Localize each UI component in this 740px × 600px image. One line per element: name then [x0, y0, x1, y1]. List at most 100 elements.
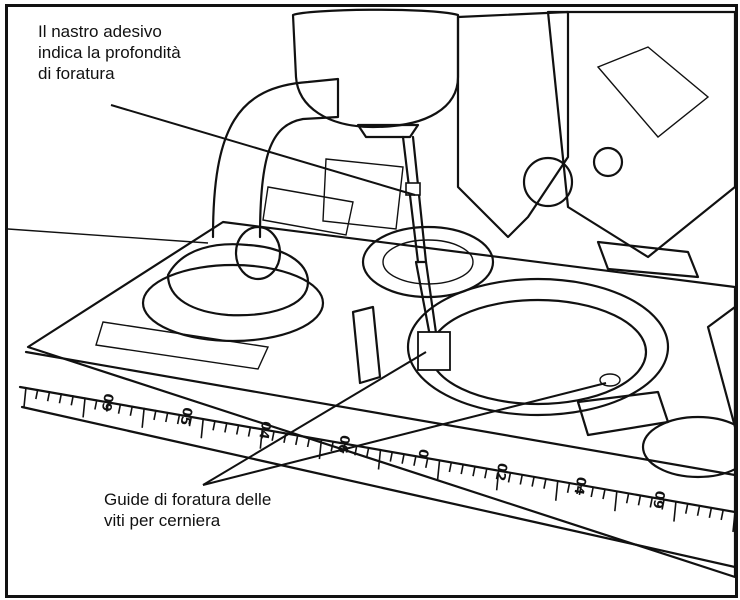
ruler-tick — [460, 463, 465, 475]
ruler-tick — [566, 482, 571, 493]
guide-leader-line-right — [202, 382, 607, 486]
ruler-tick — [661, 499, 665, 510]
ruler-tick — [82, 397, 86, 418]
ruler-label: 04 — [570, 476, 588, 496]
screw-guide-left — [417, 331, 451, 371]
depth-gauge-dial — [361, 225, 495, 299]
table-edge-line — [8, 228, 209, 244]
ruler-tick — [129, 405, 134, 416]
ruler-tick — [436, 459, 441, 480]
pivot-knob — [522, 156, 574, 208]
ruler-tick — [401, 453, 405, 464]
jig-base-plate — [26, 220, 735, 579]
ruler-tick — [732, 511, 735, 533]
drill-bit-shank-2 — [411, 135, 428, 264]
ruler-top-edge — [24, 350, 735, 477]
ruler-tick — [649, 497, 654, 508]
ruler-tick — [720, 509, 724, 521]
ruler-tick — [235, 424, 240, 435]
ruler-tick — [543, 478, 547, 489]
ruler-tick — [283, 432, 287, 443]
ruler-mid-edge — [18, 385, 735, 514]
side-clamp-block — [596, 240, 700, 279]
ruler-tick — [614, 491, 618, 512]
ruler-tick — [554, 480, 559, 501]
drill-body — [291, 8, 460, 129]
right-edge-block — [706, 305, 735, 429]
tape-flag — [322, 158, 404, 230]
ruler-tick — [153, 409, 157, 421]
ruler-tick — [531, 476, 535, 487]
ruler-label: 09 — [98, 392, 116, 412]
ruler-label: 0 — [414, 448, 430, 460]
guide-leader-line-left — [202, 351, 427, 486]
ruler-tick — [105, 401, 110, 412]
ruler-tick — [212, 420, 216, 431]
ruler-tick — [484, 468, 488, 479]
ruler-tick — [448, 461, 453, 473]
ruler-tick — [625, 493, 630, 504]
hinge-screw-guides-callout-line1: Guide di foratura delle — [104, 490, 272, 509]
ruler-tick — [271, 430, 275, 441]
hinge-cup-guide-ring — [406, 277, 670, 417]
ruler-tick — [696, 505, 701, 516]
ruler-tick — [413, 455, 417, 466]
hinge-cup-guide-inner — [428, 298, 648, 406]
tape-leader-line — [110, 104, 416, 196]
ruler-tick — [200, 418, 205, 439]
ruler-tick — [23, 386, 27, 408]
ruler-tick — [35, 388, 39, 400]
clamp-arm — [211, 77, 340, 239]
ruler-tick — [590, 486, 594, 498]
ruler-tick — [94, 399, 98, 410]
ruler-tick — [472, 466, 476, 477]
ruler-tick — [578, 484, 583, 496]
ruler-tick — [70, 395, 75, 406]
ruler-tick — [519, 474, 524, 485]
depth-tape-callout: Il nastro adesivo indica la profondità d… — [38, 21, 181, 84]
hinge-screw-guides-callout-line2: viti per cerniera — [104, 511, 221, 530]
ruler-tick — [365, 447, 370, 458]
depth-gauge-inner — [382, 239, 474, 285]
left-guide-block — [351, 305, 382, 385]
screw-guide-right — [599, 373, 621, 387]
ruler-tick — [247, 426, 252, 437]
ruler-tick — [602, 488, 606, 500]
depth-tape-callout-line1: Il nastro adesivo — [38, 22, 162, 41]
instruction-label-plate — [95, 321, 270, 370]
lower-right-clamp — [641, 415, 735, 479]
ruler-tick — [377, 449, 382, 470]
hinge-screw-guides-callout: Guide di foratura delle viti per cernier… — [104, 489, 271, 531]
ruler-tick — [294, 434, 299, 446]
depth-tape-callout-line3: di foratura — [38, 64, 115, 83]
ruler-bottom-edge — [20, 405, 735, 569]
depth-tape-callout-line2: indica la profondità — [38, 43, 181, 62]
clamp-foot-pad — [166, 243, 310, 317]
ruler-label: 02 — [492, 462, 510, 482]
ruler-ticks — [23, 386, 735, 533]
ruler-tick — [176, 413, 181, 425]
drill-chuck — [356, 123, 420, 139]
clamp-knob — [234, 225, 282, 281]
ruler-label: 09 — [649, 489, 667, 509]
ruler-tick — [58, 393, 63, 404]
ruler-tick — [507, 472, 512, 483]
ruler-tick — [673, 501, 677, 522]
ruler-tick — [684, 503, 689, 514]
ruler-tick — [495, 470, 500, 491]
ruler-tick — [389, 451, 394, 462]
pivot-screw — [592, 146, 624, 178]
ruler-tick — [424, 457, 429, 468]
ruler-tick — [342, 443, 346, 454]
ruler-tick — [637, 495, 642, 506]
ruler-tick — [330, 441, 335, 452]
ruler-label: 05 — [176, 406, 194, 426]
ruler-tick — [46, 391, 51, 402]
ruler-tick — [165, 411, 169, 423]
ruler-tick — [259, 428, 264, 449]
ruler-label: 04 — [255, 420, 273, 440]
ruler-tick — [306, 436, 311, 448]
ruler-tick — [141, 407, 145, 428]
